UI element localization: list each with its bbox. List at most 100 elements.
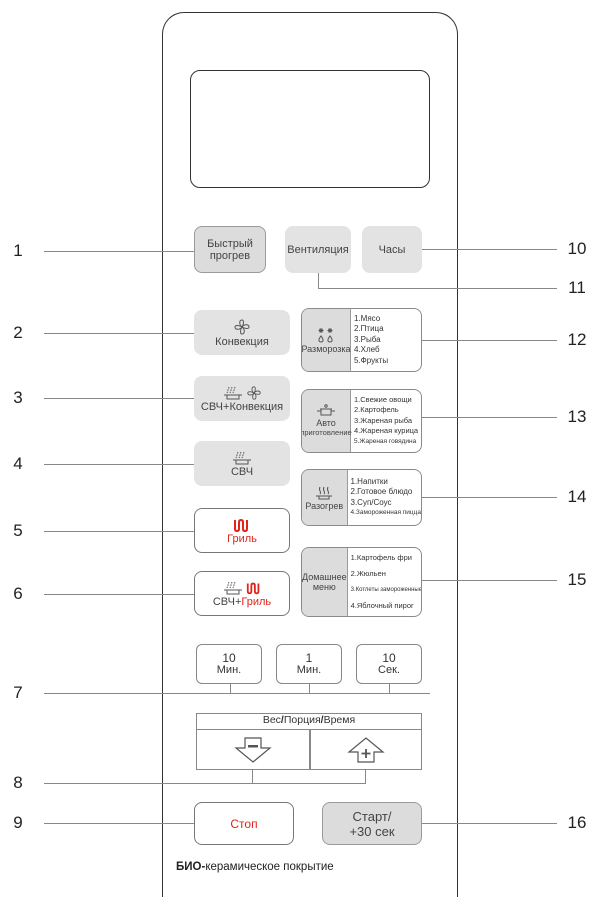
home-menu-title: Домашнее меню	[302, 548, 348, 616]
leader-line	[44, 783, 366, 784]
callout-11: 11	[568, 278, 586, 297]
callout-1: 1	[13, 241, 23, 260]
grill-button[interactable]: Гриль	[194, 508, 290, 553]
auto-cook-title: Авто приготовление	[302, 390, 352, 452]
callout-14: 14	[567, 487, 587, 506]
display-window	[190, 70, 430, 188]
start-button[interactable]: Старт/ +30 сек	[322, 802, 422, 845]
leader-line	[318, 288, 557, 289]
list-item: 2.Готовое блюдо	[350, 487, 413, 496]
ventilation-button[interactable]: Вентиляция	[285, 226, 351, 273]
reheat-menu-button[interactable]: Разогрев 1.Напитки 2.Готовое блюдо 3.Суп…	[301, 469, 422, 526]
callout-7: 7	[13, 683, 23, 702]
defrost-menu-button[interactable]: Разморозка 1.Мясо 2.Птица 3.Рыба 4.Хлеб …	[301, 308, 422, 372]
callout-9: 9	[13, 813, 23, 832]
list-item: 1.Мясо	[354, 313, 381, 323]
list-item: 4.Яблочный пирог	[350, 601, 414, 610]
callout-12: 12	[567, 330, 587, 349]
grill-label: Гриль	[227, 532, 257, 545]
leader-line	[318, 273, 319, 288]
home-menu-items: 1.Картофель фри 2.Жюльен 3.Котлеты замор…	[348, 548, 421, 616]
convection-button[interactable]: Конвекция	[194, 310, 290, 355]
steam-dish-icon	[316, 486, 333, 499]
grill-heater-icon	[246, 582, 260, 594]
callout-15: 15	[567, 570, 587, 589]
microwave-label: СВЧ	[230, 465, 254, 478]
leader-line	[422, 580, 557, 581]
callout-10: 10	[567, 239, 587, 258]
callout-6: 6	[13, 584, 23, 603]
leader-line	[230, 684, 231, 693]
stop-button[interactable]: Стоп	[194, 802, 294, 845]
leader-line	[422, 497, 557, 498]
list-item: 3.Суп/Соус	[350, 497, 392, 507]
leader-line	[422, 340, 557, 341]
decrease-button[interactable]	[197, 731, 309, 769]
one-minute-button[interactable]: 1 Мин.	[276, 644, 342, 684]
snowflake-drops-icon	[318, 328, 333, 343]
microwave-icon	[224, 386, 242, 399]
leader-line	[44, 531, 194, 532]
ten-seconds-button[interactable]: 10 Сек.	[356, 644, 422, 684]
list-item: 2.Птица	[354, 324, 384, 334]
callout-16: 16	[567, 813, 587, 832]
grill-heater-icon	[234, 518, 248, 532]
leader-line	[389, 684, 390, 693]
quick-preheat-label: Быстрый прогрев	[207, 237, 253, 262]
pot-icon	[317, 404, 335, 416]
leader-line	[44, 464, 194, 465]
auto-cook-items: 1.Свежие овощи 2.Картофель 3.Жареная рыб…	[351, 390, 421, 452]
arrow-down-icon	[234, 737, 272, 763]
leader-line	[309, 684, 310, 693]
leader-line	[44, 251, 194, 252]
micro-convection-button[interactable]: СВЧ+Конвекция	[194, 376, 290, 421]
leader-line	[365, 770, 366, 783]
microwave-icon	[224, 581, 242, 594]
callout-13: 13	[567, 407, 587, 426]
clock-label: Часы	[378, 243, 406, 256]
leader-line	[252, 770, 253, 783]
callout-2: 2	[13, 323, 23, 342]
arrow-up-icon	[347, 737, 385, 763]
callout-4: 4	[13, 454, 23, 473]
fan-icon	[247, 385, 261, 400]
defrost-items: 1.Мясо 2.Птица 3.Рыба 4.Хлеб 5.Фрукты	[351, 309, 421, 371]
microwave-icon	[233, 451, 251, 464]
callout-5: 5	[13, 521, 23, 540]
defrost-title: Разморозка	[302, 309, 351, 371]
divider	[309, 730, 311, 770]
fan-icon	[234, 318, 250, 335]
convection-label: Конвекция	[215, 335, 269, 348]
leader-line	[422, 249, 557, 250]
auto-cook-menu-button[interactable]: Авто приготовление 1.Свежие овощи 2.Карт…	[301, 389, 422, 453]
leader-line	[44, 823, 194, 824]
clock-button[interactable]: Часы	[362, 226, 422, 273]
list-item: 1.Свежие овощи	[354, 394, 412, 404]
weight-portion-time-label: Вес/Порция/Время	[196, 713, 422, 730]
quick-preheat-button[interactable]: Быстрый прогрев	[194, 226, 266, 273]
micro-convection-label: СВЧ+Конвекция	[200, 400, 284, 413]
increase-button[interactable]	[311, 731, 421, 769]
leader-line	[44, 594, 194, 595]
list-item: 3.Рыба	[354, 334, 381, 344]
leader-line	[44, 398, 194, 399]
start-label-line2: +30 сек	[349, 823, 395, 839]
leader-line	[422, 823, 557, 824]
microwave-button[interactable]: СВЧ	[194, 441, 290, 486]
callout-8: 8	[13, 773, 23, 792]
ventilation-label: Вентиляция	[287, 243, 349, 256]
reheat-items: 1.Напитки 2.Готовое блюдо 3.Суп/Соус 4.З…	[348, 470, 422, 525]
list-item: 2.Картофель	[354, 405, 399, 415]
list-item: 1.Картофель фри	[350, 553, 412, 562]
home-menu-button[interactable]: Домашнее меню 1.Картофель фри 2.Жюльен 3…	[301, 547, 422, 617]
list-item: 2.Жюльен	[350, 569, 386, 578]
list-item: 1.Напитки	[350, 476, 388, 486]
micro-grill-label: СВЧ+Гриль	[212, 595, 272, 608]
leader-line	[422, 417, 557, 418]
ten-minutes-button[interactable]: 10 Мин.	[196, 644, 262, 684]
list-item: 5.Жареная говядина	[354, 437, 417, 445]
start-label-line1: Старт/	[352, 808, 392, 824]
micro-grill-button[interactable]: СВЧ+Гриль	[194, 571, 290, 616]
list-item: 3.Жареная рыба	[354, 415, 413, 425]
bio-ceramic-caption: БИО-керамическое покрытие	[176, 861, 334, 873]
